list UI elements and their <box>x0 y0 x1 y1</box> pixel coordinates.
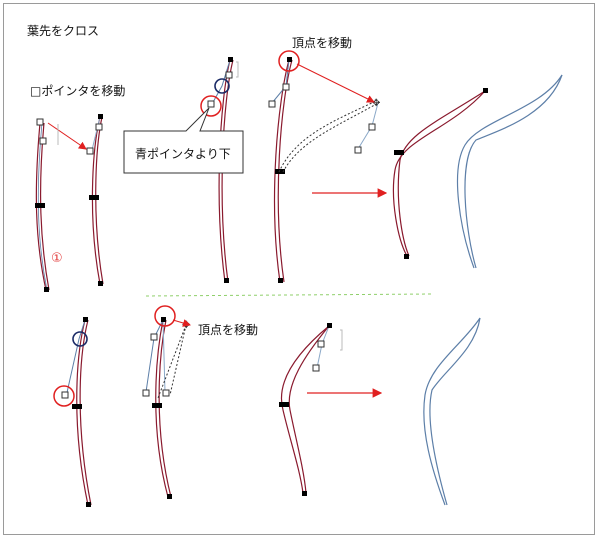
anchor-point <box>77 404 82 409</box>
anchor-point <box>394 150 399 155</box>
anchor-point <box>302 491 307 496</box>
square-handle <box>268 100 276 108</box>
anchor-point <box>280 169 285 174</box>
blue-pointer-marker <box>214 78 230 94</box>
anchor-point <box>224 278 229 283</box>
anchor-point <box>327 323 332 328</box>
red-highlight-marker <box>53 385 75 407</box>
leaf-figure-1 <box>35 118 50 292</box>
anchor-point <box>275 169 280 174</box>
anchor-point <box>404 254 409 259</box>
leaf-figure-6 <box>456 74 563 269</box>
square-handle <box>317 340 325 348</box>
blue-pointer-marker <box>72 331 88 347</box>
square-handle <box>207 100 215 108</box>
anchor-point <box>83 317 88 322</box>
anchor-point <box>98 281 103 286</box>
anchor-point <box>86 502 91 507</box>
red-highlight-marker <box>154 305 176 327</box>
leaf-figure-2 <box>86 114 104 286</box>
anchor-point <box>279 402 284 407</box>
square-handle <box>86 147 94 155</box>
square-handle <box>36 118 44 126</box>
move-arrow <box>296 63 375 103</box>
callout-box: 青ポインタより下 <box>123 107 244 174</box>
anchor-point <box>40 203 45 208</box>
label-move-vertex-top: 頂点を移動 <box>292 36 352 50</box>
square-handle <box>95 123 103 131</box>
leaf-figure-10 <box>423 317 481 506</box>
square-handle <box>61 391 69 399</box>
anchor-point <box>161 317 166 322</box>
anchor-point <box>287 57 292 62</box>
label-move-vertex-bottom: 頂点を移動 <box>198 323 258 337</box>
diagram-title: 葉先をクロス <box>27 24 99 38</box>
square-handle <box>354 146 362 154</box>
callout-text: 青ポインタより下 <box>135 147 231 161</box>
leaf-figure-5 <box>392 88 488 259</box>
leaf-figure-7 <box>53 317 92 507</box>
anchor-point <box>72 404 77 409</box>
square-handle <box>150 333 158 341</box>
anchor-point <box>35 203 40 208</box>
move-cursor-icon: ✥ <box>372 98 380 109</box>
label-move-square-pointer: □ポインタを移動 <box>30 84 125 98</box>
square-handle <box>282 83 290 91</box>
red-highlight-marker <box>278 50 300 72</box>
move-arrow <box>47 122 87 150</box>
anchor-point <box>278 278 283 283</box>
square-handle <box>39 137 47 145</box>
anchor-point <box>483 88 488 93</box>
red-highlight-marker <box>200 95 222 117</box>
anchor-point <box>399 150 404 155</box>
section-divider <box>145 293 433 297</box>
anchor-point <box>44 287 49 292</box>
anchor-point <box>89 195 94 200</box>
anchor-point <box>228 57 233 62</box>
anchor-point <box>167 494 172 499</box>
anchor-point <box>157 403 162 408</box>
leaf-figure-9 <box>279 323 343 496</box>
anchor-point <box>94 195 99 200</box>
diagram-frame <box>3 3 595 535</box>
anchor-point <box>98 114 103 119</box>
anchor-point <box>284 402 289 407</box>
step-number-1: ① <box>51 251 63 266</box>
square-handle <box>368 123 376 131</box>
leaf-figure-4: ✥ <box>268 50 380 283</box>
anchor-point <box>152 403 157 408</box>
move-cursor-icon: ✥ <box>182 320 190 331</box>
square-handle <box>312 364 320 372</box>
square-handle <box>162 389 170 397</box>
move-arrow <box>172 319 191 327</box>
leaf-figure-8: ✥ <box>142 305 190 499</box>
square-handle <box>142 389 150 397</box>
square-handle <box>225 71 233 79</box>
